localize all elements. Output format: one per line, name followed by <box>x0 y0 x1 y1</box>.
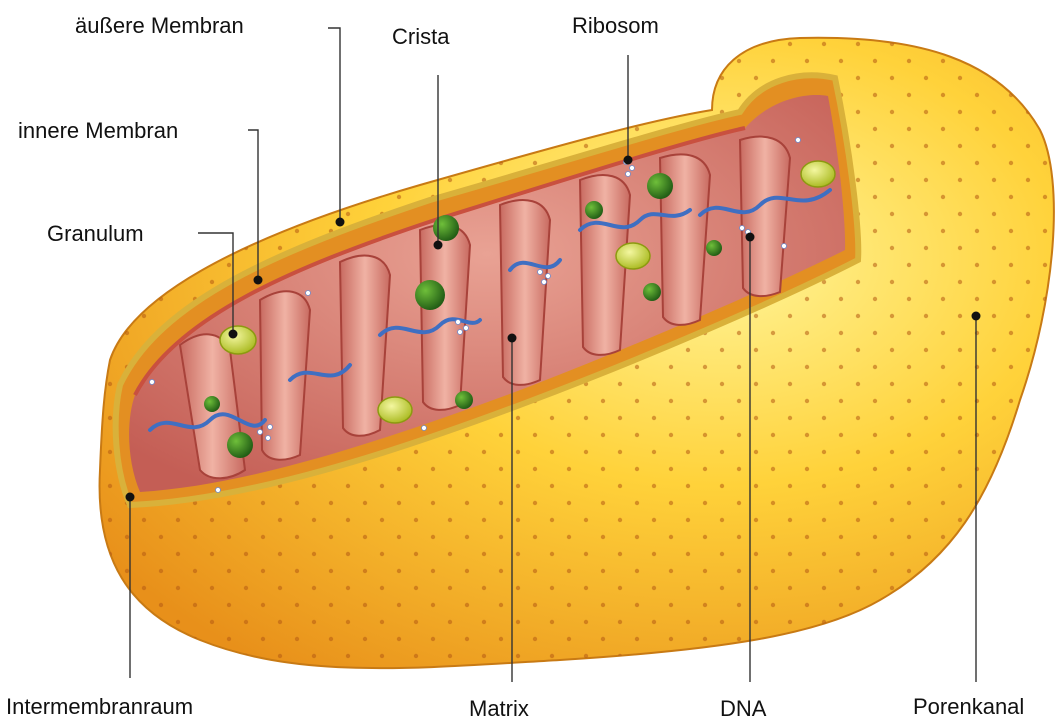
label-crista: Crista <box>392 24 450 49</box>
leader-outer-membrane <box>328 28 340 222</box>
label-outer-membrane: äußere Membran <box>75 13 244 38</box>
dot-dna <box>746 233 755 242</box>
dot-pore-channel <box>972 312 981 321</box>
label-dna: DNA <box>720 696 767 721</box>
dot-outer-membrane <box>336 218 345 227</box>
dot-crista <box>434 241 443 250</box>
label-intermembrane-space: Intermembranraum <box>6 694 193 719</box>
dot-granule <box>229 330 238 339</box>
label-ribosome: Ribosom <box>572 13 659 38</box>
label-granule: Granulum <box>47 221 144 246</box>
label-inner-membrane: innere Membran <box>18 118 178 143</box>
label-matrix: Matrix <box>469 696 529 721</box>
label-pore-channel: Porenkanal <box>913 694 1024 719</box>
dot-intermembrane-space <box>126 493 135 502</box>
dot-inner-membrane <box>254 276 263 285</box>
dot-ribosome <box>624 156 633 165</box>
dot-matrix <box>508 334 517 343</box>
